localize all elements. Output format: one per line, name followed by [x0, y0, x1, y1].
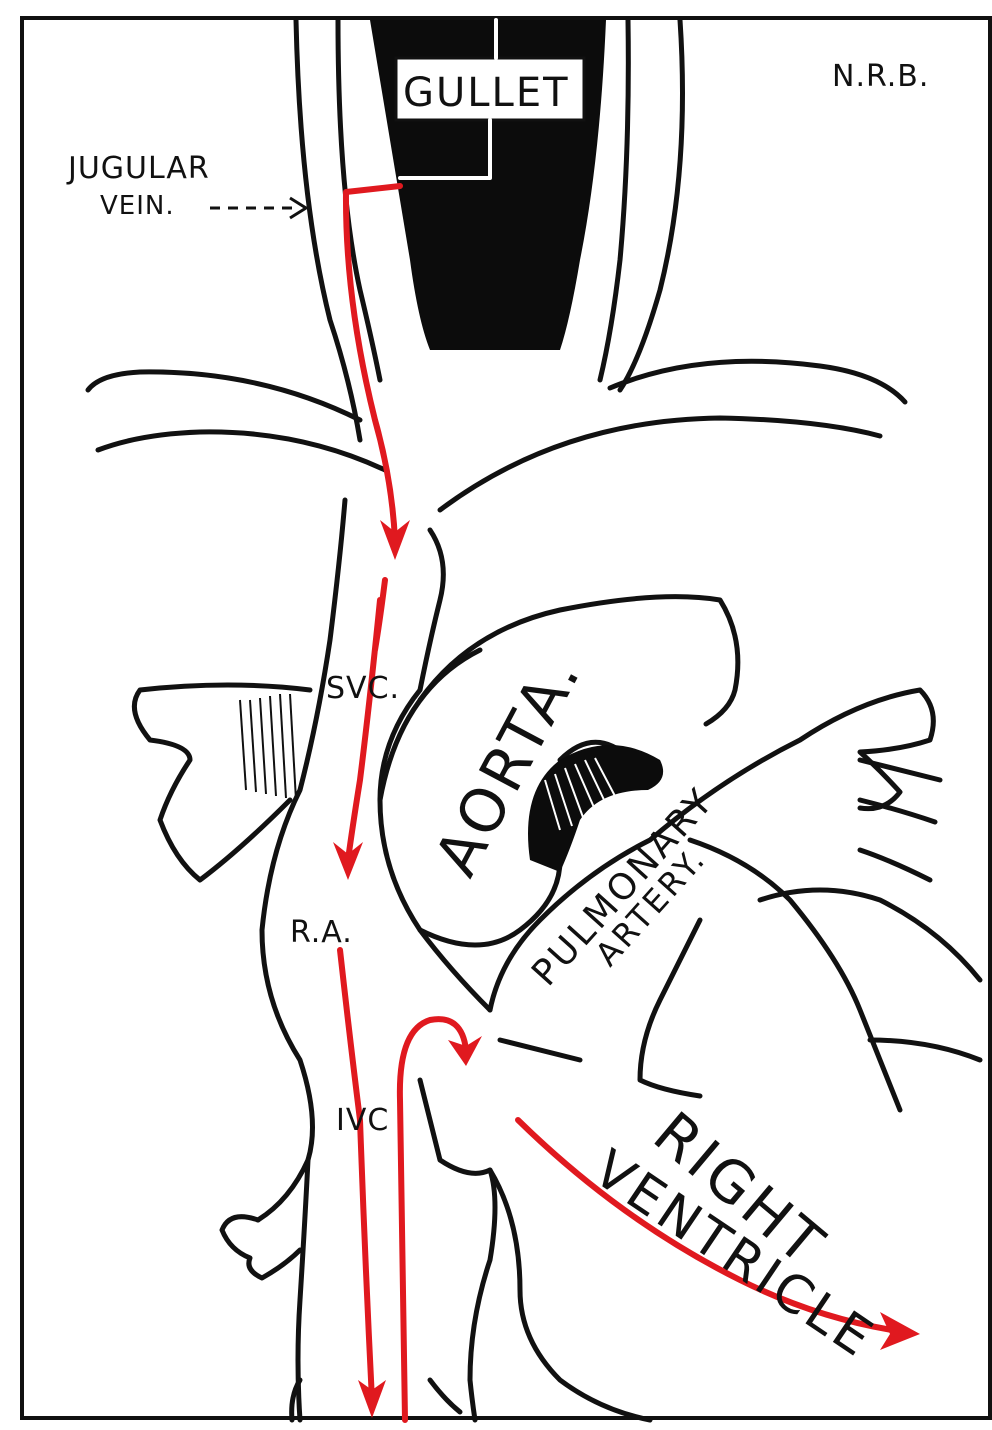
ventricle-lower-curve — [690, 840, 900, 1110]
left-brachio-lower — [98, 432, 385, 470]
signature-label: N.R.B. — [832, 59, 929, 94]
ventricle-mid-curve — [870, 1040, 980, 1060]
pulmonary-right-branch — [860, 760, 940, 880]
jugular-label-line1: JUGULAR — [66, 151, 210, 186]
gullet-label: GULLET — [403, 70, 570, 116]
flow-ivc-up-to-rv — [400, 1019, 466, 1420]
flow-ra-down — [340, 950, 372, 1400]
flow-jugular-to-svc — [346, 186, 400, 540]
pulmonary-lower-wall — [640, 920, 700, 1096]
ivc-branch-left — [222, 1217, 300, 1278]
neck-inner-right — [600, 20, 628, 380]
right-brachio-upper — [610, 361, 905, 402]
ivc-label: IVC — [336, 1103, 389, 1138]
right-ventricle-top — [500, 1040, 580, 1060]
ivc-branch-bottom-right — [430, 1380, 460, 1412]
jugular-pointer-head — [290, 198, 306, 218]
pulmonary-vein-stub — [134, 685, 310, 880]
svc-left-wall — [258, 500, 345, 1220]
left-brachio-upper — [88, 372, 360, 420]
ivc-right-wall — [420, 1080, 495, 1420]
svc-label: SVC. — [326, 671, 400, 706]
ra-label: R.A. — [290, 915, 353, 950]
pulmonary-vein-hatching — [240, 694, 296, 800]
right-brachio-lower — [440, 418, 880, 510]
jugular-label-line2: VEIN. — [100, 191, 175, 221]
